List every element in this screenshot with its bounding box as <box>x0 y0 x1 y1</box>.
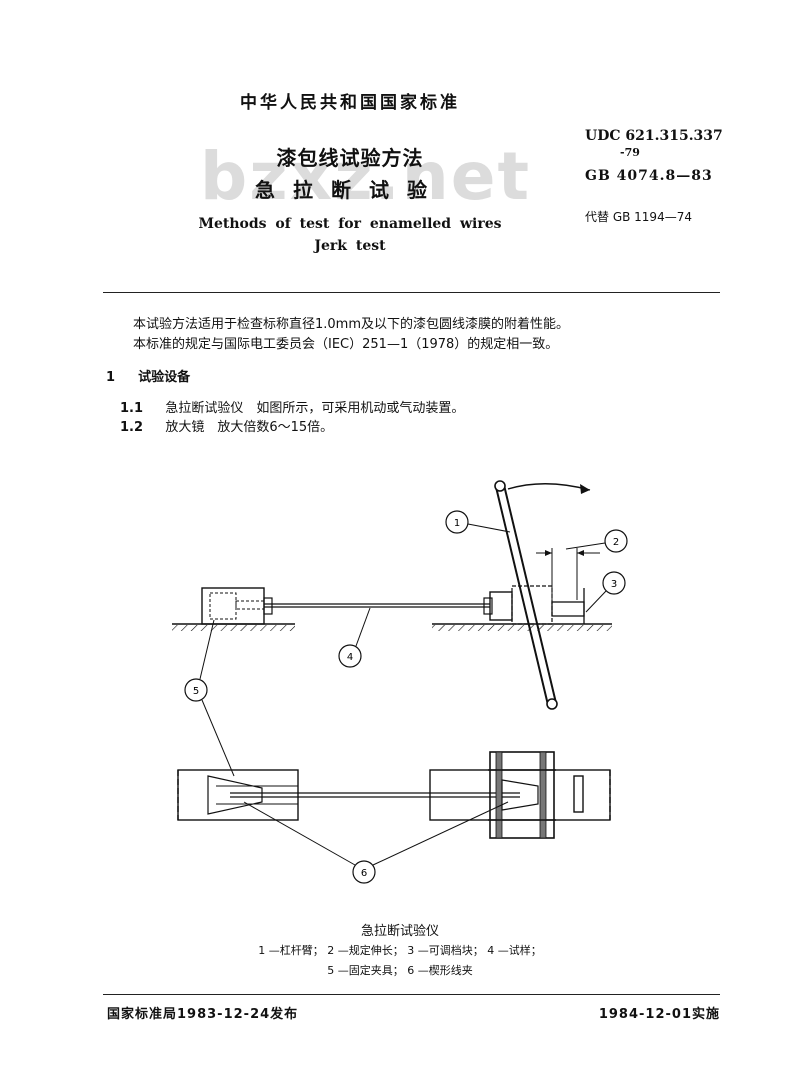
footer-divider <box>103 994 720 995</box>
callout-1-lever-arm: 1 <box>445 510 511 534</box>
figure-caption: 急拉断试验仪 <box>360 924 439 939</box>
callout-label-6: 6 <box>361 868 367 879</box>
callout-6-wedge-clamp: 6 <box>243 801 509 884</box>
specimen-wire-plan <box>230 792 520 798</box>
figure-legend-line2: 5 —固定夹具； 6 —楔形线夹 <box>327 964 473 977</box>
effective-date: 1984-12-01实施 <box>598 1007 720 1022</box>
issue-date: 国家标准局1983-12-24发布 <box>107 1007 299 1022</box>
item-text: 急拉断试验仪 如图所示，可采用机动或气动装置。 <box>165 401 465 416</box>
figure-legend-line1: 1 —杠杆臂； 2 —规定伸长； 3 —可调档块； 4 —试样； <box>258 944 542 957</box>
gb-number: GB 4074.8—83 <box>585 168 713 184</box>
wedge-clamp-right <box>483 585 553 625</box>
udc-code-suffix: -79 <box>620 146 640 159</box>
replaces-standard: 代替 GB 1194—74 <box>585 210 692 224</box>
rotation-arrowhead <box>580 484 590 494</box>
title-english-line2: Jerk test <box>314 238 386 254</box>
title-english-line1: Methods of test for enamelled wires <box>198 216 502 232</box>
elongation-dimension <box>536 548 600 600</box>
callout-label-1: 1 <box>454 518 460 529</box>
fixed-clamp-left <box>201 587 273 625</box>
fixed-clamp-plan <box>177 769 299 821</box>
title-chinese-line1: 漆包线试验方法 <box>276 146 424 170</box>
ground-left <box>172 623 295 631</box>
callout-label-3: 3 <box>611 579 617 590</box>
specimen-wire <box>264 603 490 608</box>
watermark: bzxz.net <box>200 138 532 215</box>
rotation-arrow <box>507 483 591 491</box>
adjustable-stop <box>551 588 585 624</box>
title-chinese-line2: 急拉断试验 <box>255 178 445 202</box>
section-heading: 1 试验设备 <box>106 366 190 385</box>
callout-label-5: 5 <box>193 686 199 697</box>
callout-5-fixed-clamp: 5 <box>184 619 235 777</box>
item-1-1: 1.1 急拉断试验仪 如图所示，可采用机动或气动装置。 <box>120 397 464 416</box>
paragraph-iec: 本标准的规定与国际电工委员会（IEC）251—1（1978）的规定相一致。 <box>133 337 559 352</box>
item-number: 1.2 <box>120 420 144 435</box>
item-text: 放大镜 放大倍数6～15倍。 <box>165 420 334 435</box>
udc-code: UDC 621.315.337 <box>585 128 723 144</box>
callout-2-elongation: 2 <box>565 529 628 553</box>
item-number: 1.1 <box>120 401 144 416</box>
item-1-2: 1.2 放大镜 放大倍数6～15倍。 <box>120 416 333 435</box>
apparatus-diagram: 1 2 3 4 5 6 <box>172 480 628 884</box>
lever-arm <box>494 480 558 710</box>
paragraph-scope: 本试验方法适用于检查标称直径1.0mm及以下的漆包圆线漆膜的附着性能。 <box>133 317 570 332</box>
callout-label-2: 2 <box>613 537 619 548</box>
section-title: 试验设备 <box>138 370 191 385</box>
section-number: 1 <box>106 370 116 385</box>
callout-3-stop: 3 <box>585 571 626 613</box>
lever-clamp-plan <box>429 751 611 839</box>
callout-label-4: 4 <box>347 652 353 663</box>
national-standard-title: 中华人民共和国国家标准 <box>240 93 460 113</box>
header-divider <box>103 292 720 293</box>
callout-4-specimen: 4 <box>338 607 371 668</box>
ground-right <box>432 623 612 631</box>
